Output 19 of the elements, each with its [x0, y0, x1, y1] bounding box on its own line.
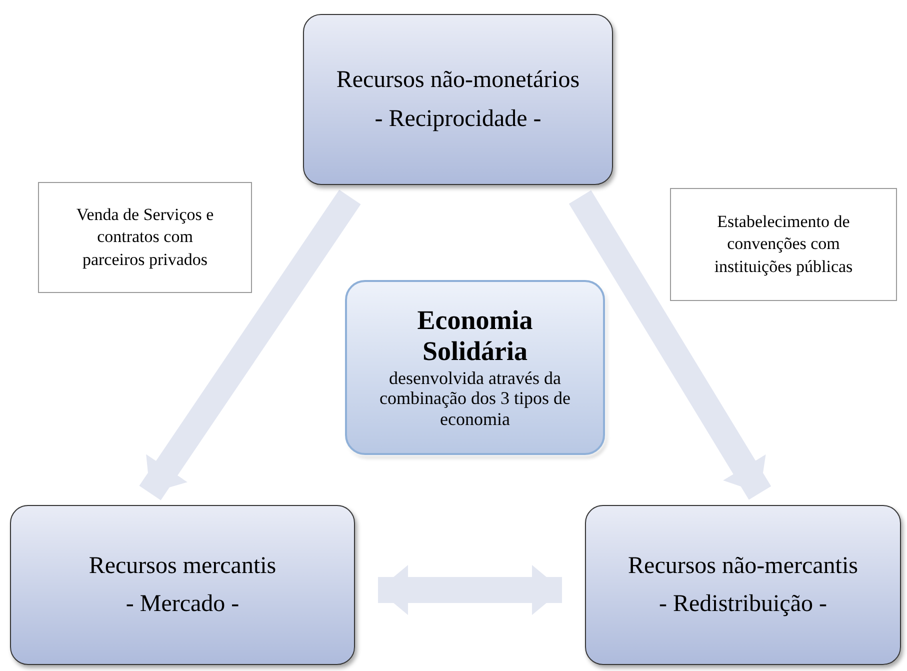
- box-heading: Recursos mercantis: [88, 552, 276, 581]
- block-arrow: [139, 190, 361, 500]
- box-text: - Reciprocidade -: [374, 104, 542, 134]
- note-box: [670, 188, 897, 301]
- box-text: desenvolvida através da combinação dos 3 tipos de economia: [378, 368, 572, 430]
- block-arrow: [378, 565, 562, 615]
- resource-box: [303, 14, 613, 185]
- box-text: - Mercado -: [126, 590, 240, 619]
- box-heading: Estabelecimento de convenções com instituições públicas: [713, 211, 854, 278]
- note-box: [38, 182, 252, 293]
- box-heading: Recursos não-mercantis: [628, 552, 858, 581]
- box-heading: Economia Solidária: [416, 305, 534, 368]
- central-box: [345, 280, 605, 455]
- box-heading: Recursos não-monetários: [336, 66, 580, 96]
- box-heading: Venda de Serviços e contratos com parceiros privados: [75, 204, 215, 271]
- box-text: - Redistribuição -: [659, 590, 827, 619]
- resource-box: [10, 505, 355, 665]
- resource-box: [585, 505, 901, 665]
- block-arrow: [568, 190, 772, 500]
